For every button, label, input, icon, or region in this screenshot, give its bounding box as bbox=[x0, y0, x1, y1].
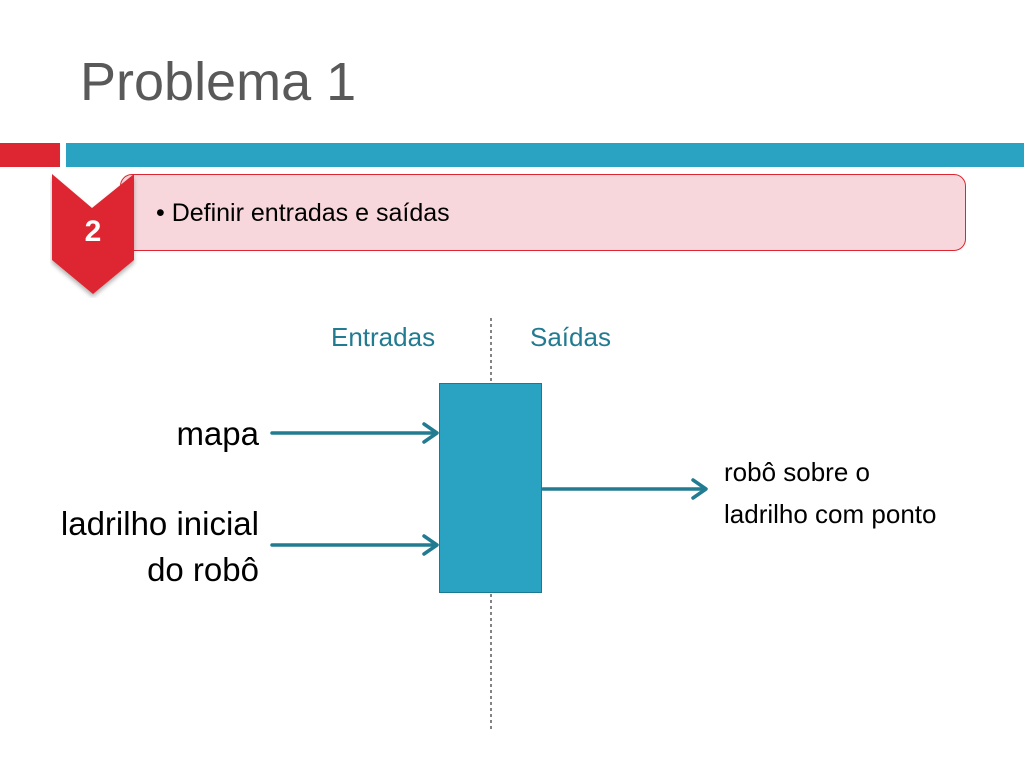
header-bar-blue bbox=[66, 143, 1024, 167]
header-bar-red bbox=[0, 143, 60, 167]
step-number: 2 bbox=[84, 215, 102, 248]
process-box bbox=[439, 383, 542, 593]
input-label-start-tile-line1: ladrilho inicial bbox=[60, 505, 259, 542]
step-number-badge bbox=[52, 174, 134, 294]
input-label-start-tile: ladrilho inicial do robô bbox=[61, 501, 259, 593]
slide-title: Problema 1 bbox=[80, 52, 357, 112]
input-label-map-line1: mapa bbox=[176, 415, 259, 452]
input-label-map: mapa bbox=[176, 411, 259, 457]
output-label-line2: ladrilho com ponto bbox=[724, 499, 937, 529]
step-bullet-text: • Definir entradas e saídas bbox=[156, 199, 450, 227]
step-box bbox=[120, 174, 966, 251]
input-arrow-1-head bbox=[422, 422, 439, 444]
output-label-line1: robô sobre o bbox=[724, 457, 870, 487]
input-arrow-2-head bbox=[422, 534, 439, 556]
output-label: robô sobre o ladrilho com ponto bbox=[724, 451, 936, 535]
inputs-heading: Entradas bbox=[331, 322, 436, 352]
output-arrow-head bbox=[691, 478, 708, 500]
outputs-heading: Saídas bbox=[530, 322, 611, 352]
input-label-start-tile-line2: do robô bbox=[147, 551, 259, 588]
